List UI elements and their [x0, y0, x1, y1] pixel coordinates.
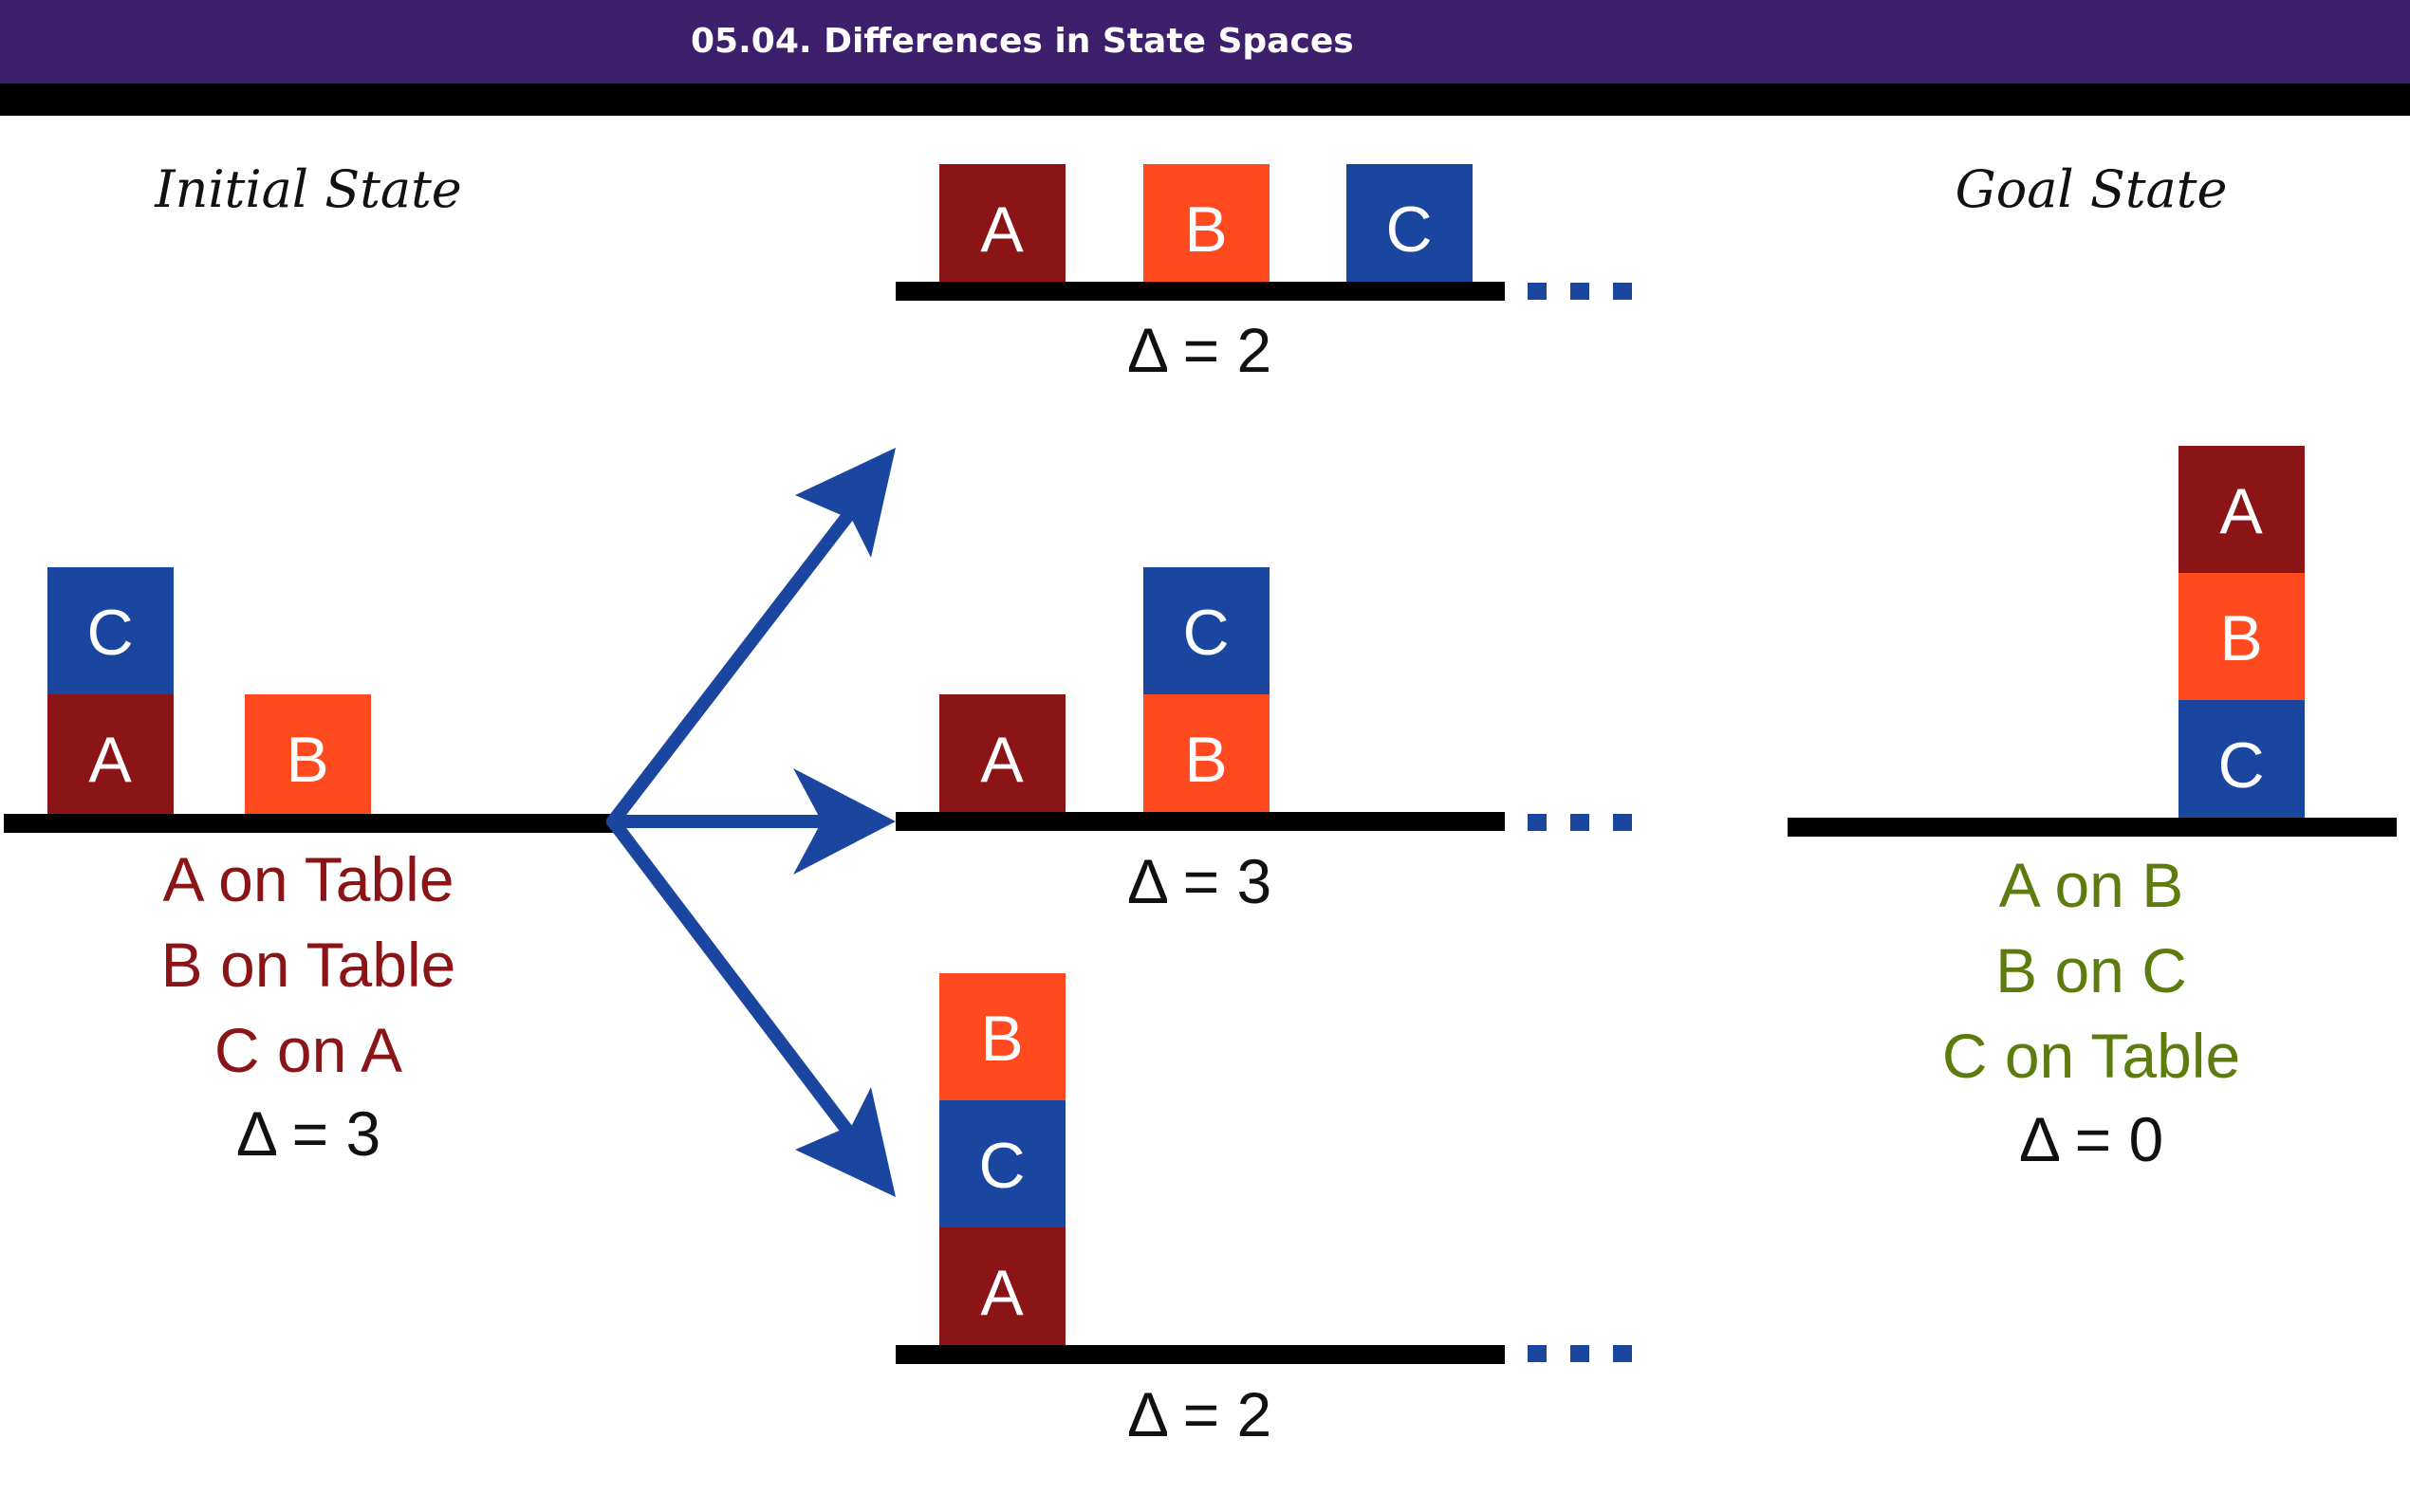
- delta-label: Δ = 3: [1127, 846, 1271, 916]
- block-label: B: [1184, 194, 1227, 266]
- arrow-up: [606, 448, 896, 828]
- block-c: C: [1346, 164, 1473, 291]
- fact-line: A on B: [1999, 850, 2184, 920]
- delta-label: Δ = 2: [1127, 315, 1271, 385]
- page-title: 05.04. Differences in State Spaces: [691, 22, 1354, 61]
- block-label: A: [980, 194, 1024, 266]
- block-label: C: [978, 1130, 1025, 1202]
- successor-bottom: B C A Δ = 2: [896, 973, 1632, 1449]
- block-label: B: [1184, 724, 1227, 796]
- block-a: A: [939, 1227, 1066, 1355]
- block-b: B: [1143, 164, 1270, 291]
- successor-middle: A C B Δ = 3: [896, 567, 1632, 916]
- block-label: A: [980, 1257, 1024, 1329]
- initial-facts: A on Table B on Table C on A Δ = 3: [161, 844, 456, 1169]
- delta-label: Δ = 2: [1127, 1379, 1271, 1449]
- successor-top: A B C Δ = 2: [896, 164, 1632, 385]
- ellipsis-dots: [1528, 283, 1632, 300]
- block-label: C: [1182, 597, 1229, 669]
- delta-label: Δ = 0: [2019, 1104, 2163, 1174]
- block-label: C: [2217, 729, 2264, 802]
- block-a: A: [2178, 446, 2305, 573]
- block-label: A: [2219, 475, 2263, 547]
- initial-state-title: Initial State: [154, 159, 462, 219]
- initial-table: [4, 814, 613, 833]
- arrow-down: [606, 815, 896, 1197]
- block-label: B: [2219, 602, 2262, 674]
- block-a-face: [47, 694, 174, 821]
- block-a: A: [47, 694, 174, 821]
- block-b: B: [1143, 694, 1270, 821]
- block-c: C: [1143, 567, 1270, 694]
- fact-line: C on A: [214, 1015, 402, 1085]
- block-b-face: [245, 694, 371, 821]
- title-bar: 05.04. Differences in State Spaces: [0, 0, 2410, 83]
- fact-line: C on Table: [1942, 1021, 2240, 1091]
- block-c-face: [47, 567, 174, 694]
- goal-state-blocks: A B C: [2178, 446, 2305, 827]
- table: [896, 282, 1505, 301]
- transition-arrows: [606, 448, 896, 1197]
- goal-state-title: Goal State: [1956, 159, 2228, 219]
- title-underline: [0, 83, 2410, 116]
- goal-table: [1788, 818, 2397, 837]
- block-label: C: [1385, 194, 1432, 266]
- block-c: C: [939, 1100, 1066, 1227]
- table: [896, 812, 1505, 831]
- block-label: A: [88, 724, 132, 796]
- block-b: B: [939, 973, 1066, 1100]
- block-b: B: [2178, 573, 2305, 700]
- fact-line: B on Table: [161, 930, 456, 1000]
- fact-line: A on Table: [162, 844, 454, 914]
- block-label: C: [86, 597, 133, 669]
- block-c: C: [47, 567, 174, 694]
- block-c: C: [2178, 700, 2305, 827]
- block-a: A: [939, 694, 1066, 821]
- block-label: B: [286, 724, 328, 796]
- ellipsis-dots: [1528, 1345, 1632, 1362]
- fact-line: B on C: [1995, 935, 2187, 1005]
- block-label: B: [980, 1003, 1023, 1075]
- arrow-right: [606, 768, 896, 875]
- goal-facts: A on B B on C C on Table Δ = 0: [1942, 850, 2240, 1174]
- block-a: A: [939, 164, 1066, 291]
- block-b: B: [245, 694, 371, 821]
- ellipsis-dots: [1528, 814, 1632, 831]
- table: [896, 1345, 1505, 1364]
- block-label: A: [980, 724, 1024, 796]
- delta-label: Δ = 3: [236, 1098, 380, 1169]
- initial-state-blocks: C A B: [47, 567, 371, 821]
